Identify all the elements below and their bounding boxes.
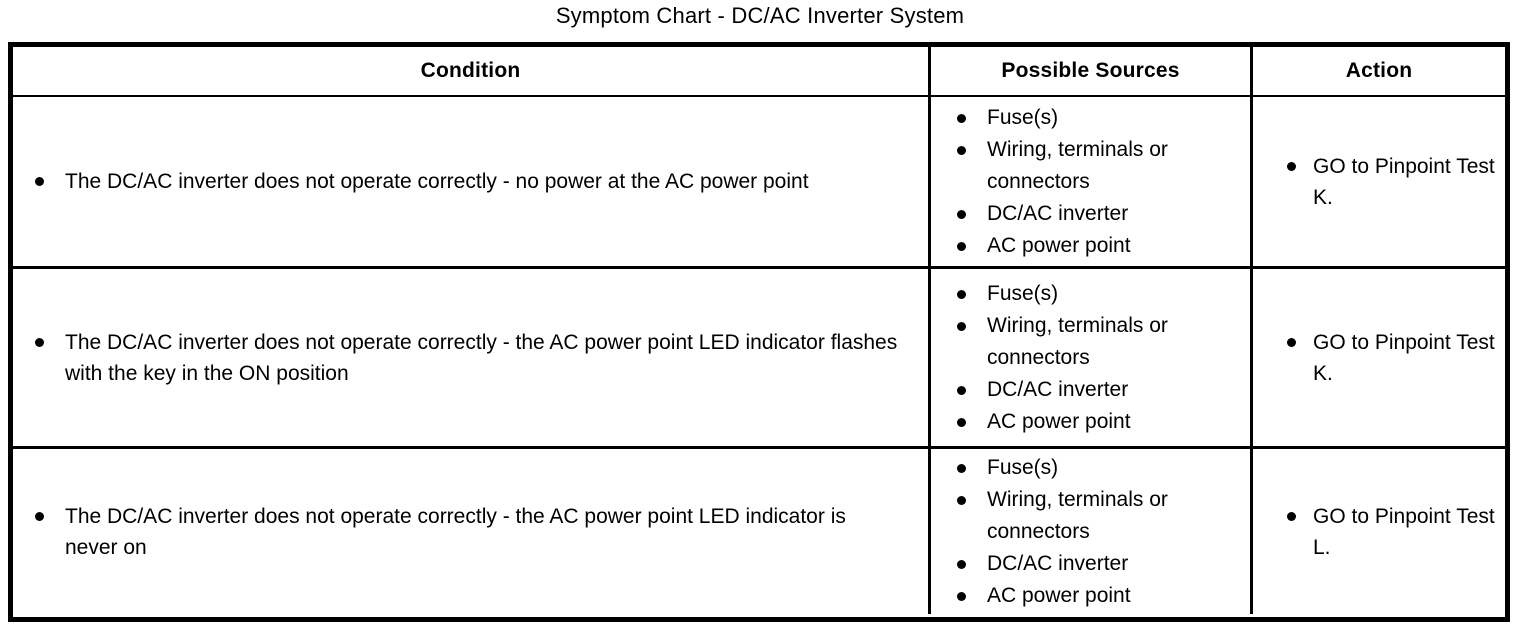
bullet-icon xyxy=(957,385,966,395)
source-text: AC power point xyxy=(987,409,1131,433)
action-cell: GO to Pinpoint Test K. xyxy=(1253,97,1505,266)
source-item: AC power point xyxy=(957,406,1242,438)
bullet-icon xyxy=(957,495,966,505)
bullet-icon xyxy=(35,337,44,347)
bullet-icon xyxy=(957,241,966,251)
action-text: GO to Pinpoint Test L. xyxy=(1313,504,1495,559)
sources-cell: Fuse(s) Wiring, terminals or connectors … xyxy=(931,449,1253,614)
source-item: Wiring, terminals or connectors xyxy=(957,484,1242,548)
bullet-icon xyxy=(957,559,966,569)
source-text: Fuse(s) xyxy=(987,281,1059,305)
bullet-icon xyxy=(35,177,44,186)
condition-text: The DC/AC inverter does not operate corr… xyxy=(65,330,898,385)
condition-text: The DC/AC inverter does not operate corr… xyxy=(65,170,809,193)
bullet-icon xyxy=(957,463,966,473)
source-item: Fuse(s) xyxy=(957,452,1242,484)
bullet-icon xyxy=(1287,337,1296,347)
sources-cell: Fuse(s) Wiring, terminals or connectors … xyxy=(931,97,1253,266)
action-text: GO to Pinpoint Test K. xyxy=(1313,330,1495,385)
source-text: AC power point xyxy=(987,583,1131,607)
table-row: The DC/AC inverter does not operate corr… xyxy=(13,449,1505,614)
bullet-icon xyxy=(957,209,966,219)
source-item: Wiring, terminals or connectors xyxy=(957,310,1242,374)
condition-cell: The DC/AC inverter does not operate corr… xyxy=(13,269,931,446)
action-text: GO to Pinpoint Test K. xyxy=(1313,154,1495,209)
source-text: DC/AC inverter xyxy=(987,201,1129,225)
source-text: Fuse(s) xyxy=(987,455,1059,479)
condition-text: The DC/AC inverter does not operate corr… xyxy=(65,504,846,559)
source-item: Wiring, terminals or connectors xyxy=(957,134,1242,198)
source-item: Fuse(s) xyxy=(957,278,1242,310)
table-row: The DC/AC inverter does not operate corr… xyxy=(13,269,1505,449)
bullet-icon xyxy=(957,591,966,601)
action-item: GO to Pinpoint Test L. xyxy=(1287,501,1499,563)
source-text: DC/AC inverter xyxy=(987,377,1129,401)
action-cell: GO to Pinpoint Test K. xyxy=(1253,269,1505,446)
action-cell: GO to Pinpoint Test L. xyxy=(1253,449,1505,614)
column-header-condition: Condition xyxy=(13,47,931,95)
page-title: Symptom Chart - DC/AC Inverter System xyxy=(555,3,965,28)
source-text: Fuse(s) xyxy=(987,105,1059,129)
bullet-icon xyxy=(957,321,966,331)
source-text: Wiring, terminals or connectors xyxy=(987,487,1168,543)
symptom-chart-table: Condition Possible Sources Action The DC… xyxy=(8,42,1510,622)
bullet-icon xyxy=(957,417,966,427)
table-header-row: Condition Possible Sources Action xyxy=(13,47,1505,97)
source-item: AC power point xyxy=(957,230,1242,262)
source-item: DC/AC inverter xyxy=(957,548,1242,580)
source-item: AC power point xyxy=(957,580,1242,612)
condition-cell: The DC/AC inverter does not operate corr… xyxy=(13,97,931,266)
bullet-icon xyxy=(957,145,966,155)
bullet-icon xyxy=(957,289,966,299)
action-item: GO to Pinpoint Test K. xyxy=(1287,327,1499,389)
bullet-icon xyxy=(1287,511,1296,521)
source-item: DC/AC inverter xyxy=(957,198,1242,230)
condition-cell: The DC/AC inverter does not operate corr… xyxy=(13,449,931,614)
source-item: DC/AC inverter xyxy=(957,374,1242,406)
source-item: Fuse(s) xyxy=(957,102,1242,134)
bullet-icon xyxy=(957,113,966,123)
source-text: Wiring, terminals or connectors xyxy=(987,137,1168,193)
sources-cell: Fuse(s) Wiring, terminals or connectors … xyxy=(931,269,1253,446)
table-row: The DC/AC inverter does not operate corr… xyxy=(13,97,1505,269)
column-header-possible-sources: Possible Sources xyxy=(931,47,1253,95)
source-text: Wiring, terminals or connectors xyxy=(987,313,1168,369)
action-item: GO to Pinpoint Test K. xyxy=(1287,151,1499,213)
bullet-icon xyxy=(1287,161,1296,171)
condition-item: The DC/AC inverter does not operate corr… xyxy=(35,327,898,389)
column-header-action: Action xyxy=(1345,59,1413,82)
condition-item: The DC/AC inverter does not operate corr… xyxy=(35,166,809,197)
source-text: DC/AC inverter xyxy=(987,551,1129,575)
bullet-icon xyxy=(35,511,44,521)
source-text: AC power point xyxy=(987,233,1131,257)
condition-item: The DC/AC inverter does not operate corr… xyxy=(35,501,898,563)
